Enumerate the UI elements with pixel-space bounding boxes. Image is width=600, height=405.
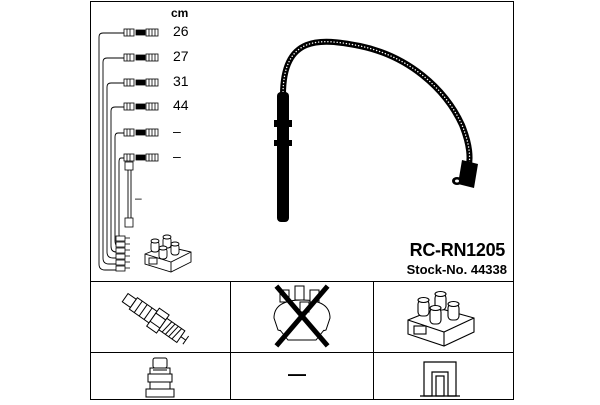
not-included-cross-icon xyxy=(274,284,330,348)
extra-wire-length-label: – xyxy=(135,191,142,205)
empty-cell-label: — xyxy=(288,364,306,384)
coil-connector-icon xyxy=(420,361,460,397)
ignition-coil-icon xyxy=(144,234,192,273)
unit-label: cm xyxy=(171,6,189,20)
ignition-coil-icon xyxy=(407,290,475,347)
stock-number: Stock-No. 44338 xyxy=(406,262,507,277)
cable-length-label: 26 xyxy=(173,23,189,39)
cable-length-label: 44 xyxy=(173,97,189,113)
cable-length-label: – xyxy=(173,148,181,164)
cable-length-label: 31 xyxy=(173,73,189,89)
spark-plug-icon xyxy=(121,292,190,345)
spark-plug-connector-icon xyxy=(145,357,175,398)
cable-length-label: 27 xyxy=(173,48,189,64)
cable-bundle-diagram xyxy=(98,32,132,271)
ignition-cable-drawing xyxy=(274,38,478,222)
part-number: RC-RN1205 xyxy=(409,240,506,260)
cable-length-label: – xyxy=(173,123,181,139)
cable-connector-row xyxy=(115,28,159,272)
